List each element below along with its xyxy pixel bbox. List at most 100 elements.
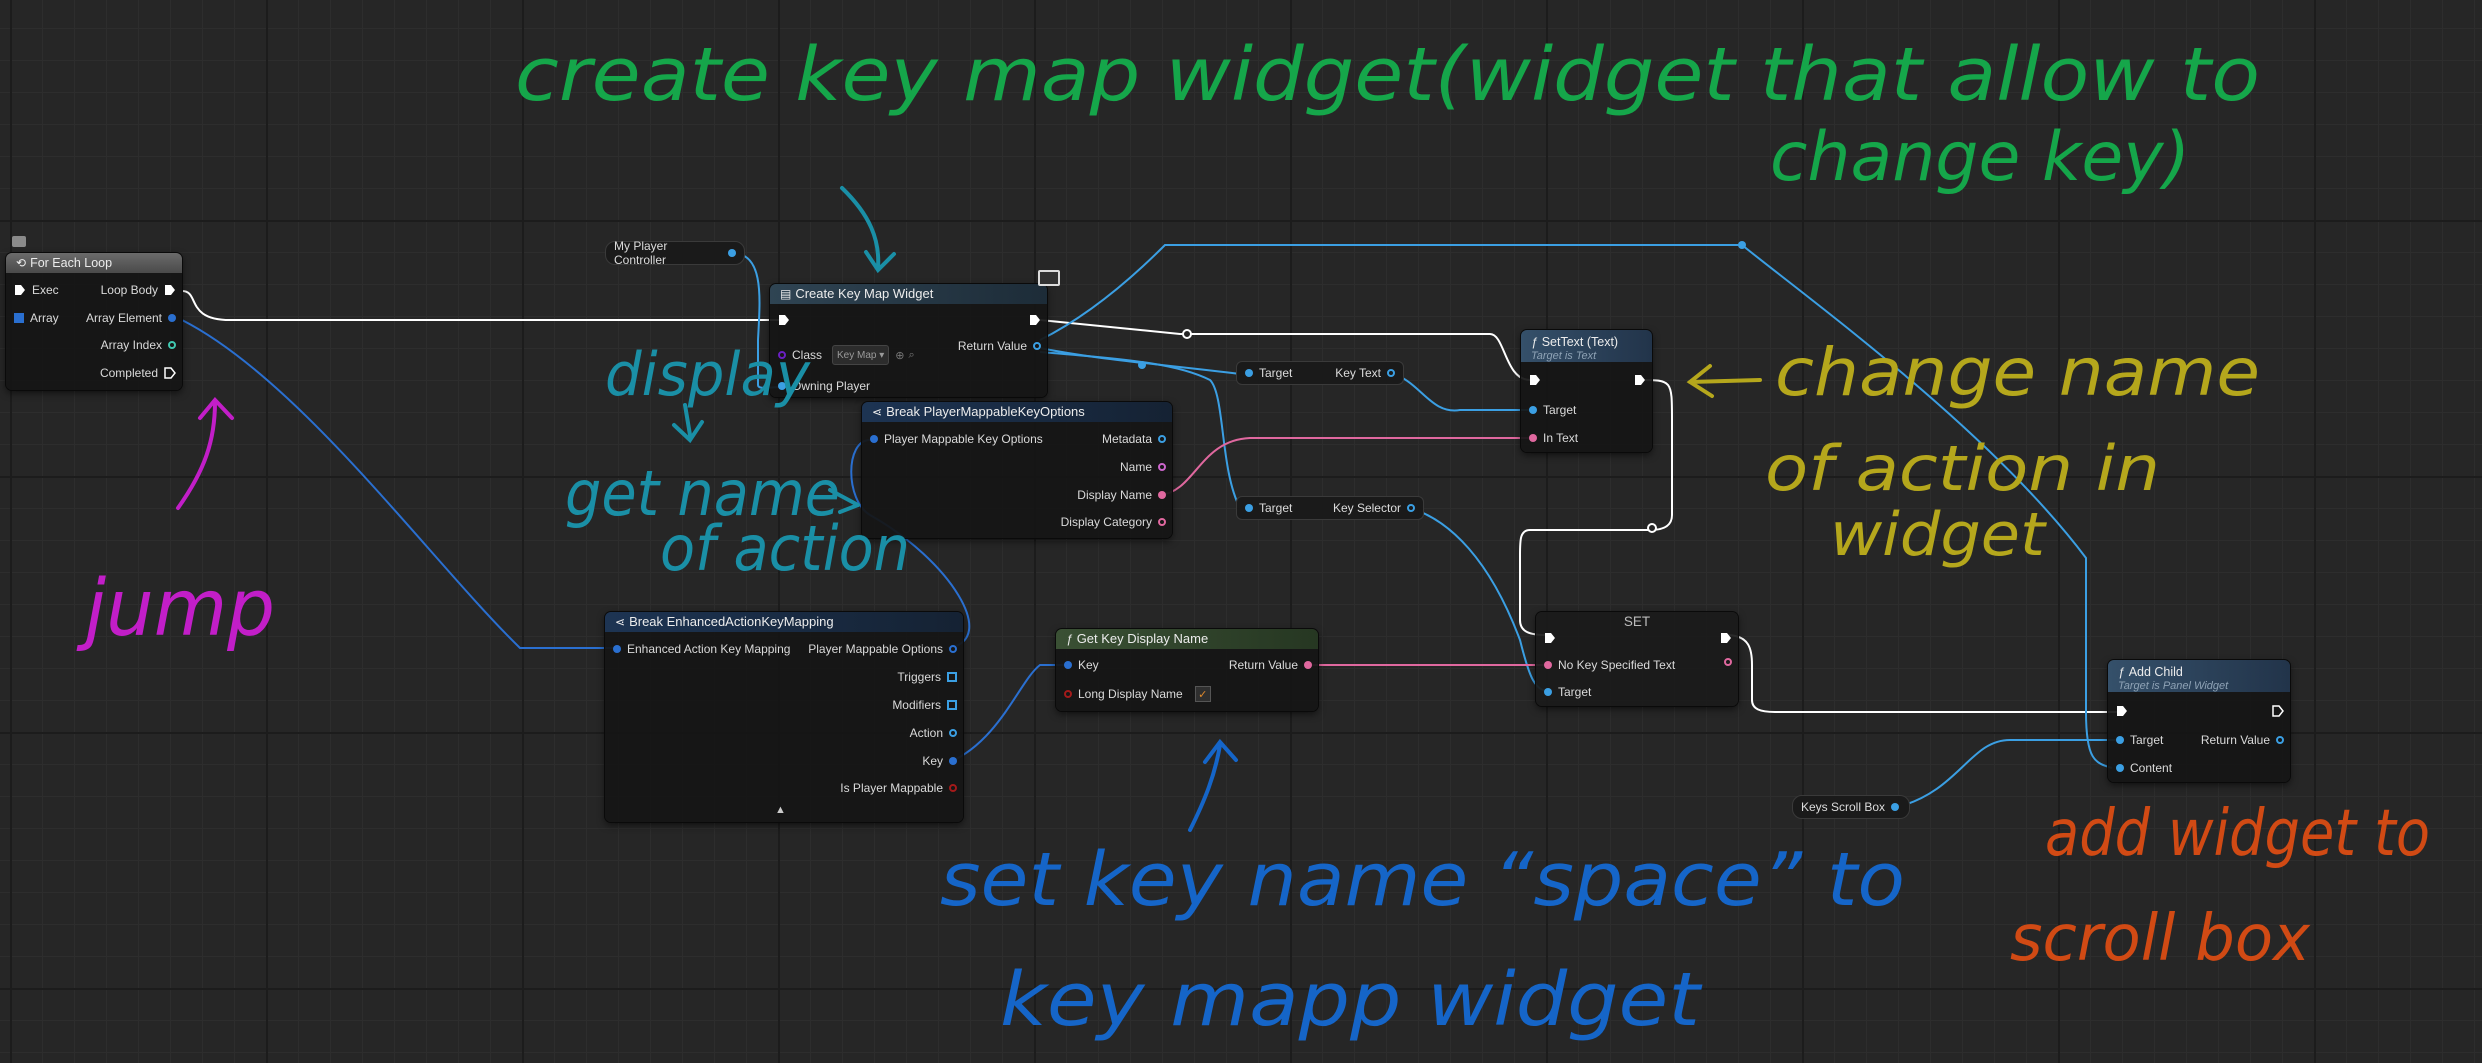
pin-label: Long Display Name — [1078, 687, 1183, 701]
struct-pin-icon — [1064, 661, 1072, 669]
my-player-controller-node[interactable]: My Player Controller — [605, 239, 745, 267]
text-pin-icon — [1158, 491, 1166, 499]
key-text-getter-node[interactable]: Target Key Text — [1236, 361, 1404, 385]
pin-key[interactable]: Key — [916, 754, 957, 768]
pin-no-key-out[interactable] — [1724, 658, 1732, 666]
exec-pin-icon — [165, 285, 175, 295]
pin-display-category[interactable]: Display Category — [1055, 515, 1166, 529]
magenta-arrow-up — [176, 396, 234, 510]
pin-is-player-mappable[interactable]: Is Player Mappable — [834, 781, 957, 795]
pin-target[interactable]: Target — [2116, 733, 2169, 747]
pin-name[interactable]: Name — [1114, 460, 1166, 474]
pin-key[interactable]: Key — [1064, 658, 1105, 672]
create-widget-node[interactable]: ▤Create Key Map Widget Class Key Map ▾ ⊕… — [770, 284, 1047, 397]
pin-input[interactable]: Enhanced Action Key Mapping — [613, 642, 796, 656]
pin-in-text[interactable]: In Text — [1529, 431, 1584, 445]
pin-label: Key — [922, 754, 943, 768]
reroute-exec — [1182, 329, 1192, 339]
pin-exec-out[interactable] — [1720, 632, 1732, 644]
reroute-object — [1738, 241, 1746, 249]
pin-exec-out[interactable] — [1029, 314, 1041, 326]
node-header: ⟲For Each Loop — [6, 253, 182, 273]
class-dropdown-value: Key Map — [837, 349, 877, 361]
object-pin-icon — [1387, 369, 1395, 377]
pin-content[interactable]: Content — [2116, 761, 2178, 775]
pin-array-index[interactable]: Array Index — [95, 338, 176, 352]
pin-target[interactable]: Target — [1529, 403, 1582, 417]
node-header: ⋖Break EnhancedActionKeyMapping — [605, 612, 963, 632]
pin-return-value[interactable]: Return Value — [952, 339, 1041, 353]
pin-label: Content — [2130, 761, 2173, 775]
pin-exec-in[interactable] — [1544, 632, 1556, 644]
pin-exec[interactable]: Exec — [14, 283, 65, 297]
pin-exec-in[interactable] — [1529, 374, 1541, 386]
object-pin-icon — [728, 249, 736, 257]
pin-label: Target — [2130, 733, 2164, 747]
break-struct-icon: ⋖ — [872, 405, 883, 419]
pin-player-mappable-options[interactable]: Player Mappable Options — [802, 642, 957, 656]
wire-key-to-getkeydisplay — [949, 664, 1066, 763]
pin-long-display-name[interactable]: Long Display Name ✓ — [1064, 686, 1211, 702]
use-asset-icon[interactable]: ⊕ — [895, 349, 905, 362]
pin-no-key-text[interactable]: No Key Specified Text — [1544, 658, 1681, 672]
int-pin-icon — [168, 341, 176, 349]
comment-icon — [12, 236, 26, 247]
annotation-jump: jump — [76, 564, 275, 654]
object-pin-icon — [1245, 504, 1253, 512]
pin-label: Key Selector — [1332, 501, 1401, 515]
key-selector-getter-node[interactable]: Target Key Selector — [1236, 496, 1424, 520]
set-variable-node[interactable]: SET No Key Specified Text Target — [1536, 612, 1738, 706]
pin-exec-out[interactable] — [1634, 374, 1646, 386]
pin-owning-player[interactable]: Owning Player — [778, 379, 876, 393]
node-title: Break PlayerMappableKeyOptions — [886, 404, 1085, 419]
struct-pin-icon — [949, 757, 957, 765]
pin-modifiers[interactable]: Modifiers — [886, 698, 957, 712]
node-header: ⋖Break PlayerMappableKeyOptions — [862, 402, 1172, 422]
object-pin-icon — [778, 382, 786, 390]
pin-class[interactable]: Class Key Map ▾ ⊕ ⌕ — [778, 345, 915, 365]
pin-input[interactable]: Player Mappable Key Options — [870, 432, 1049, 446]
pin-metadata[interactable]: Metadata — [1096, 432, 1166, 446]
array-grid-icon — [947, 672, 957, 682]
class-dropdown[interactable]: Key Map ▾ — [832, 345, 890, 365]
pin-target[interactable]: Target — [1544, 685, 1597, 699]
object-pin-icon — [1529, 406, 1537, 414]
function-icon: ƒ — [1066, 632, 1073, 646]
for-each-loop-node[interactable]: ⟲For Each Loop Exec Array Loop Body Arra… — [6, 253, 182, 390]
pin-label: Array — [30, 311, 59, 325]
pin-action[interactable]: Action — [904, 726, 957, 740]
pin-return-value[interactable]: Return Value — [1223, 658, 1312, 672]
array-grid-icon — [947, 700, 957, 710]
keys-scroll-box-node[interactable]: Keys Scroll Box — [1792, 795, 1910, 819]
pin-exec-in[interactable] — [2116, 705, 2128, 717]
pin-exec-in[interactable] — [778, 314, 790, 326]
break-enhanced-mapping-node[interactable]: ⋖Break EnhancedActionKeyMapping Enhanced… — [605, 612, 963, 822]
collapse-chevron-icon[interactable]: ▲ — [775, 804, 786, 816]
text-pin-icon — [1544, 661, 1552, 669]
pin-return-value[interactable]: Return Value — [2195, 733, 2284, 747]
exec-pin-icon — [1030, 315, 1040, 325]
node-header: ▤Create Key Map Widget — [770, 284, 1047, 304]
node-title: Add Child — [2128, 665, 2183, 679]
pin-array[interactable]: Array — [14, 311, 65, 325]
pin-triggers[interactable]: Triggers — [891, 670, 957, 684]
long-display-checkbox[interactable]: ✓ — [1194, 686, 1211, 702]
browse-icon[interactable]: ⌕ — [908, 348, 915, 361]
pin-completed[interactable]: Completed — [94, 366, 176, 380]
pin-exec-out[interactable] — [2272, 705, 2284, 717]
break-player-mappable-node[interactable]: ⋖Break PlayerMappableKeyOptions Player M… — [862, 402, 1172, 538]
wire-keyselector-to-set — [1409, 507, 1551, 693]
bool-pin-icon — [949, 784, 957, 792]
pin-loop-body[interactable]: Loop Body — [95, 283, 176, 297]
node-title: SET — [1623, 614, 1651, 629]
pin-label: Loop Body — [100, 283, 158, 297]
pin-label: Array Element — [85, 311, 162, 325]
pin-array-element[interactable]: Array Element — [80, 311, 176, 325]
object-pin-icon — [1891, 803, 1900, 811]
pin-display-name[interactable]: Display Name — [1071, 488, 1166, 502]
